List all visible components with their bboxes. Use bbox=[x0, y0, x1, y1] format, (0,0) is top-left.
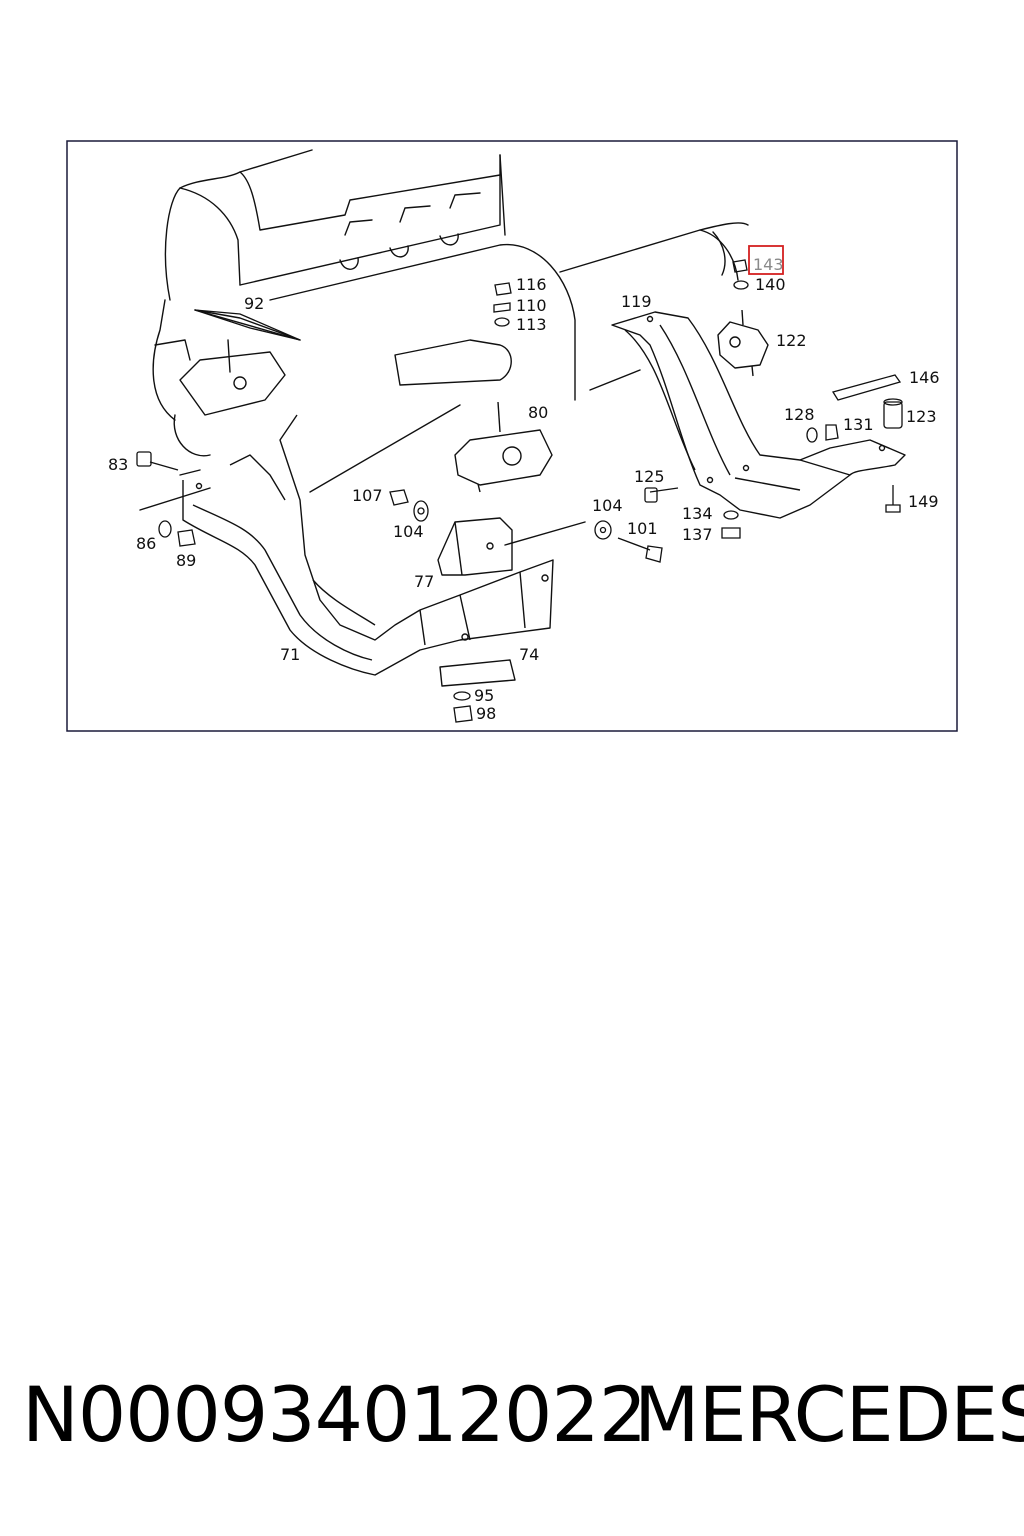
callout-110: 110 bbox=[516, 296, 547, 315]
crossmember-71-drawing bbox=[182, 414, 554, 687]
callout-140: 140 bbox=[755, 275, 786, 294]
callout-113: 113 bbox=[516, 315, 547, 334]
callout-86: 86 bbox=[136, 534, 156, 553]
highlight-box bbox=[748, 245, 784, 275]
callout-74: 74 bbox=[519, 645, 539, 664]
callout-116: 116 bbox=[516, 275, 547, 294]
callout-125: 125 bbox=[634, 467, 665, 486]
crossmember-119-drawing bbox=[611, 311, 906, 519]
brand-name: MERCEDES bbox=[634, 1370, 1024, 1459]
mount-80-drawing bbox=[454, 401, 553, 493]
caption: N000934012022 MERCEDES bbox=[0, 1370, 1024, 1480]
hardware-drawing bbox=[136, 259, 903, 723]
callout-122: 122 bbox=[776, 331, 807, 350]
callout-95: 95 bbox=[474, 686, 494, 705]
callout-77: 77 bbox=[414, 572, 434, 591]
callout-123: 123 bbox=[906, 407, 937, 426]
diagram-border bbox=[66, 140, 958, 732]
callout-143: 143 bbox=[753, 255, 784, 274]
callout-98: 98 bbox=[476, 704, 496, 723]
callout-71: 71 bbox=[280, 645, 300, 664]
callout-119: 119 bbox=[621, 292, 652, 311]
callout-92: 92 bbox=[244, 294, 264, 313]
callout-137: 137 bbox=[682, 525, 713, 544]
callout-104-right: 104 bbox=[592, 496, 623, 515]
callout-104-left: 104 bbox=[393, 522, 424, 541]
callout-146: 146 bbox=[909, 368, 940, 387]
callout-83: 83 bbox=[108, 455, 128, 474]
part-number: N000934012022 bbox=[22, 1370, 647, 1459]
callout-89: 89 bbox=[176, 551, 196, 570]
callout-149: 149 bbox=[908, 492, 939, 511]
callout-101: 101 bbox=[627, 519, 658, 538]
engine-drawing bbox=[139, 149, 749, 546]
callout-80: 80 bbox=[528, 403, 548, 422]
callout-134: 134 bbox=[682, 504, 713, 523]
callout-128: 128 bbox=[784, 405, 815, 424]
mount-77-drawing bbox=[437, 517, 513, 576]
parts-diagram: 92 116 110 113 143 140 119 122 146 80 12… bbox=[0, 0, 1024, 760]
callout-107: 107 bbox=[352, 486, 383, 505]
mount-122-drawing bbox=[717, 309, 769, 377]
callout-131: 131 bbox=[843, 415, 874, 434]
